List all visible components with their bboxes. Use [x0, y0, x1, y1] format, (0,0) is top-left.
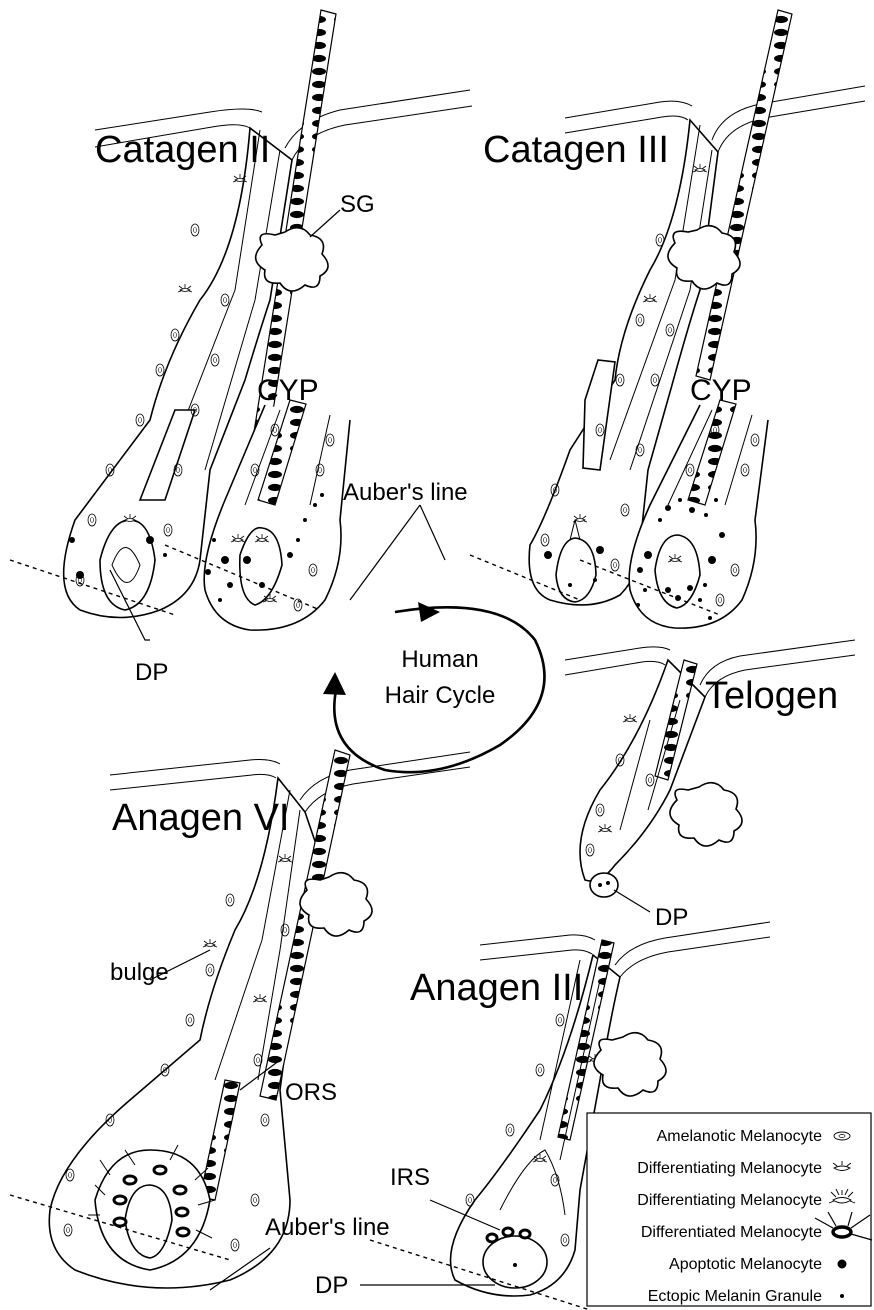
- apoptotic-melanocyte-icon: [838, 1260, 847, 1269]
- catagen-iii-title: Catagen III: [483, 129, 669, 171]
- legend-item-label: Ectopic Melanin Granule: [648, 1288, 822, 1305]
- cycle-title-line1: Human: [401, 646, 478, 673]
- telogen-title: Telogen: [705, 675, 838, 717]
- anagen-vi-title: Anagen VI: [112, 797, 289, 839]
- cycle-title-line2: Hair Cycle: [385, 682, 496, 709]
- dp-label-anagen: DP: [315, 1272, 348, 1299]
- legend-item-label: Differentiating Melanocyte: [637, 1192, 822, 1209]
- aubers-line-label-bottom: Auber's line: [265, 1214, 390, 1241]
- ors-label: ORS: [285, 1079, 337, 1106]
- aubers-line-label-top: Auber's line: [343, 479, 468, 506]
- cyp-left-label: CYP: [257, 374, 319, 407]
- cyp-right-label: CYP: [690, 374, 752, 407]
- irs-label: IRS: [390, 1164, 430, 1191]
- legend: Amelanotic Melanocyte Differentiating Me…: [587, 1113, 872, 1306]
- legend-item-label: Differentiated Melanocyte: [641, 1224, 822, 1241]
- legend-item-label: Differentiating Melanocyte: [637, 1160, 822, 1177]
- catagen-ii-title: Catagen II: [95, 129, 270, 171]
- dp-label-catagen: DP: [135, 659, 168, 686]
- sg-label: SG: [340, 191, 375, 218]
- legend-item-label: Apoptotic Melanocyte: [669, 1256, 822, 1273]
- bulge-label: bulge: [110, 959, 169, 986]
- legend-item-label: Amelanotic Melanocyte: [657, 1128, 823, 1145]
- amelanotic-melanocyte-icon: [834, 1132, 850, 1140]
- ectopic-melanin-granule-icon: [840, 1294, 844, 1298]
- anagen-iii-title: Anagen III: [410, 967, 583, 1009]
- dp-label-telogen: DP: [655, 904, 688, 931]
